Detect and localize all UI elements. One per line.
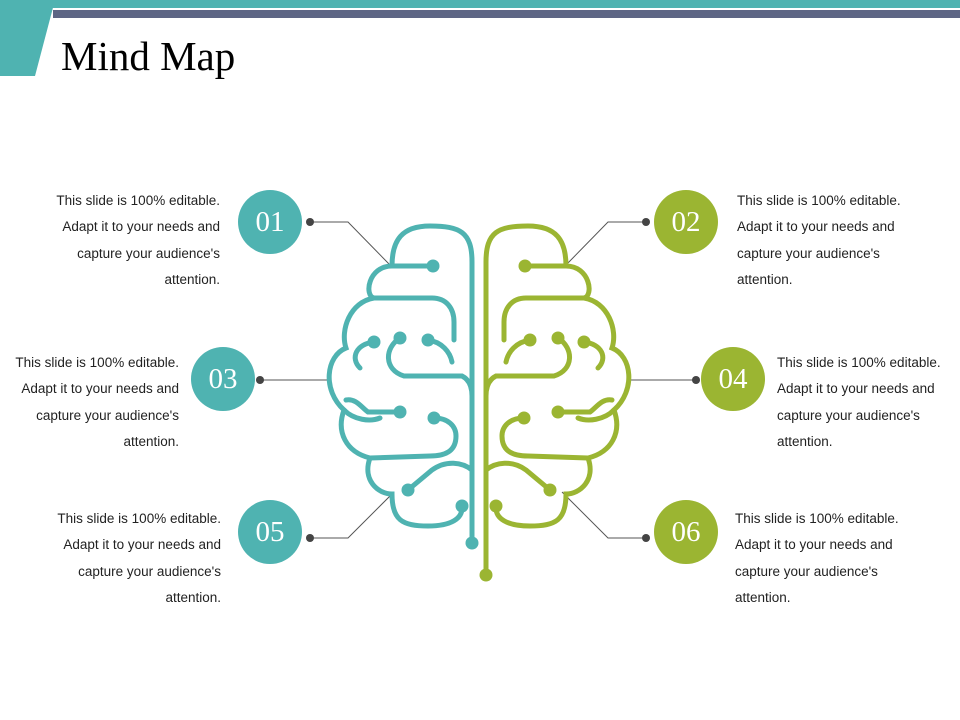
description-06: This slide is 100% editable. Adapt it to… [735, 506, 931, 611]
left-hemisphere-nodes [368, 260, 479, 550]
badge-01: 01 [238, 190, 302, 254]
right-hemisphere [486, 226, 629, 575]
description-05: This slide is 100% editable. Adapt it to… [25, 506, 221, 611]
right-hemisphere-nodes [480, 260, 591, 582]
connector-06 [562, 492, 646, 538]
badge-02: 02 [654, 190, 718, 254]
badge-03: 03 [191, 347, 255, 411]
description-01: This slide is 100% editable. Adapt it to… [24, 188, 220, 293]
connector-05 [310, 492, 394, 538]
connector-01 [310, 222, 390, 265]
badge-04: 04 [701, 347, 765, 411]
connector-02 [566, 222, 646, 265]
badge-06: 06 [654, 500, 718, 564]
badge-05: 05 [238, 500, 302, 564]
description-02: This slide is 100% editable. Adapt it to… [737, 188, 933, 293]
description-03: This slide is 100% editable. Adapt it to… [0, 350, 179, 455]
left-hemisphere [329, 226, 472, 543]
description-04: This slide is 100% editable. Adapt it to… [777, 350, 957, 455]
